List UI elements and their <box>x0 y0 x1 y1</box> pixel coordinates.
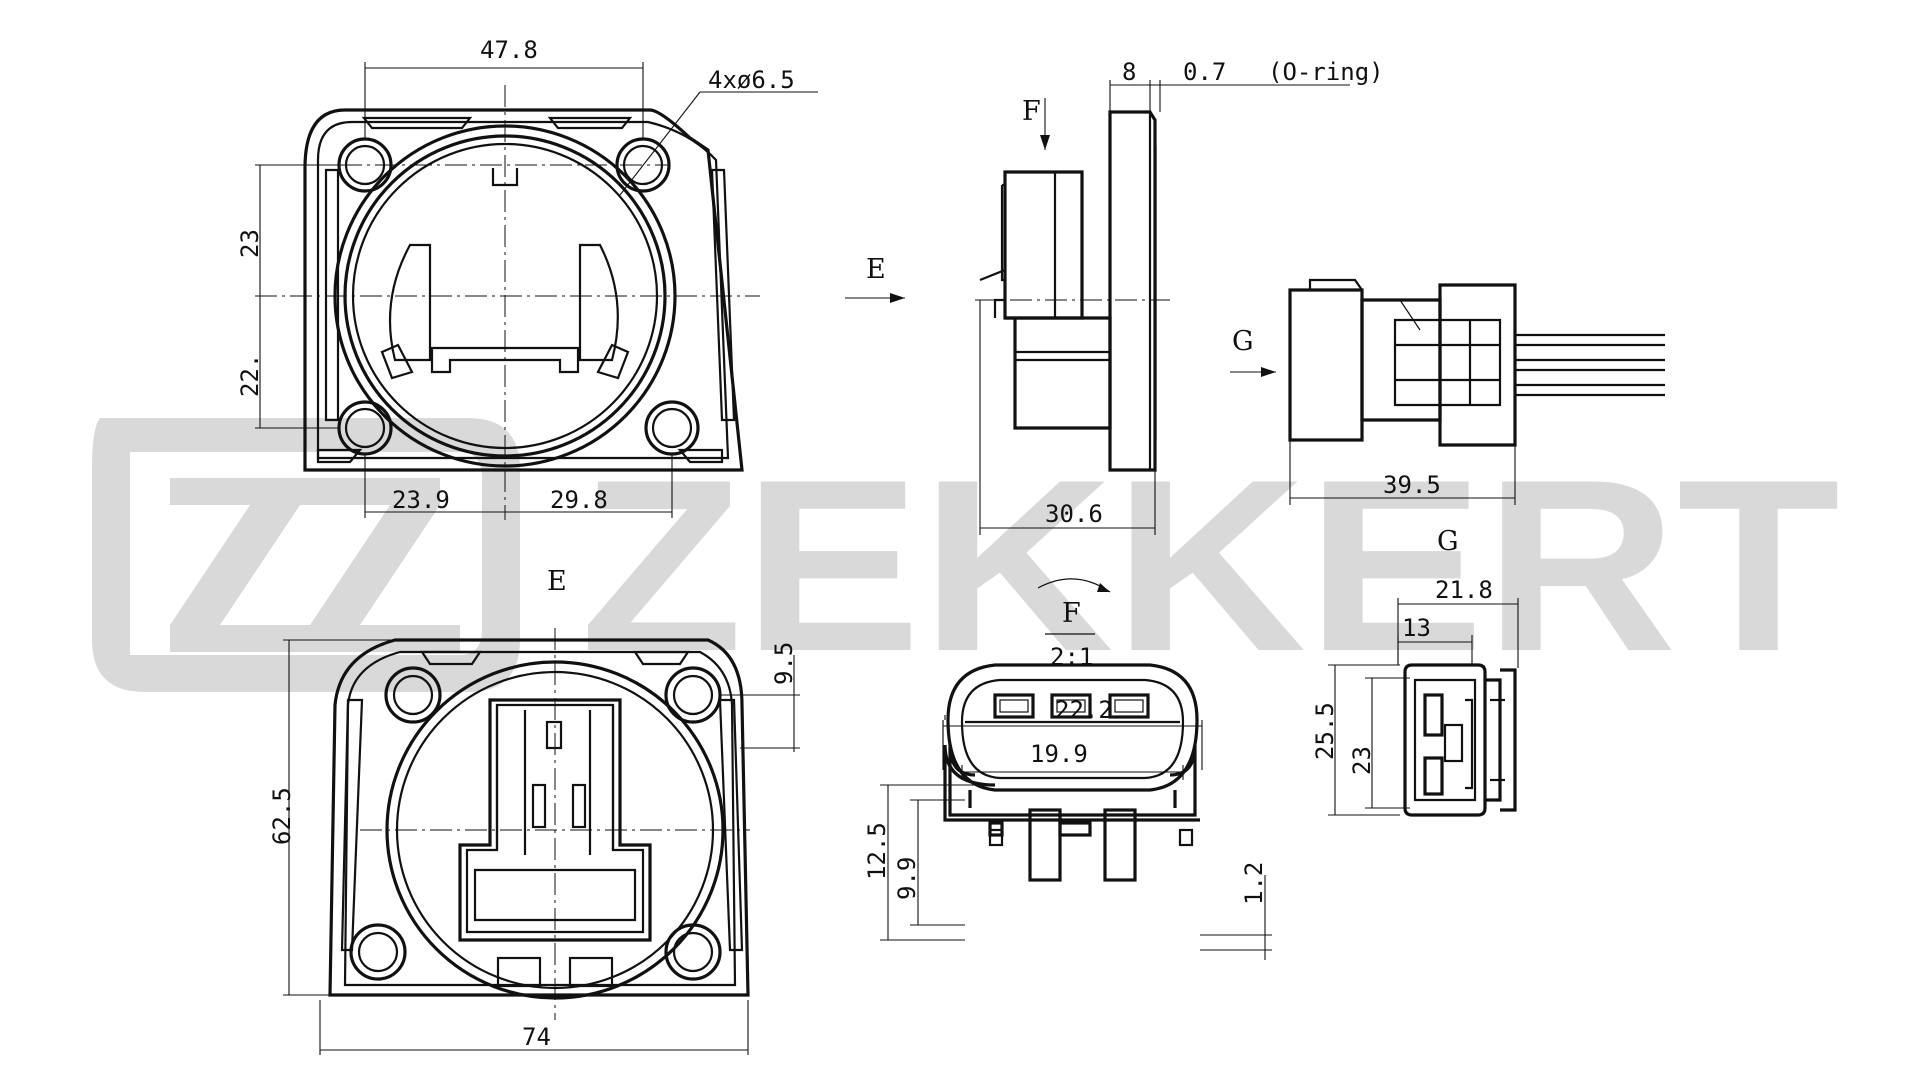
dim-0-7: 0.7 <box>1183 58 1226 86</box>
view-f-dimensions: 22.2 19.9 12.5 9.9 1.2 <box>863 696 1272 960</box>
dim-25-5: 25.5 <box>1311 702 1339 760</box>
connector-side-view <box>1288 278 1665 447</box>
dim-13: 13 <box>1402 614 1431 642</box>
arrow-e-label: E <box>866 254 886 285</box>
dim-23-g: 23 <box>1348 746 1376 775</box>
front-view-top-dimensions: 47.8 4xø6.5 23 22. 23.9 29.8 <box>236 36 818 518</box>
dim-8: 8 <box>1122 58 1136 86</box>
dim-9-9: 9.9 <box>893 857 921 900</box>
side-view <box>975 110 1170 472</box>
zekkert-watermark: ZEKKERT <box>92 418 1840 702</box>
dim-23-left: 23 <box>236 229 264 258</box>
arrow-g-label: G <box>1232 326 1254 357</box>
view-f: F 2:1 <box>943 578 1200 882</box>
dim-30-6: 30.6 <box>1045 500 1103 528</box>
dim-23-9: 23.9 <box>392 486 450 514</box>
side-view-dimensions: 8 0.7 (O-ring) 30.6 <box>979 58 1384 535</box>
dim-hole-note: 4xø6.5 <box>708 66 795 94</box>
view-f-scale: 2:1 <box>1050 643 1093 671</box>
dim-39-5: 39.5 <box>1383 471 1441 499</box>
dim-oring: (O-ring) <box>1268 58 1384 86</box>
view-arrows: E F G <box>845 96 1276 377</box>
dim-19-9: 19.9 <box>1030 740 1088 768</box>
dim-62-5: 62.5 <box>268 787 296 845</box>
watermark-text: ZEKKERT <box>580 428 1840 702</box>
dim-21-8: 21.8 <box>1435 576 1493 604</box>
dim-29-8: 29.8 <box>550 486 608 514</box>
arrow-f-label: F <box>1022 96 1041 127</box>
view-e: E <box>328 566 750 1020</box>
view-e-title: E <box>547 566 567 597</box>
dim-47-8: 47.8 <box>480 36 538 64</box>
dim-22-2: 22.2 <box>1055 696 1113 724</box>
dim-22-left: 22. <box>236 354 264 397</box>
dim-74: 74 <box>522 1023 551 1051</box>
front-view-top <box>255 85 760 520</box>
view-e-dimensions: 62.5 74 9.5 <box>268 639 800 1055</box>
dim-1-2: 1.2 <box>1240 862 1268 905</box>
view-g: G <box>1403 526 1517 817</box>
dim-9-5: 9.5 <box>770 642 798 685</box>
view-g-dimensions: 21.8 13 25.5 23 <box>1311 576 1519 816</box>
view-g-title: G <box>1437 526 1459 557</box>
view-f-title: F <box>1062 598 1081 629</box>
connector-side-dimensions: 39.5 <box>1289 440 1516 505</box>
dim-12-5: 12.5 <box>863 822 891 880</box>
